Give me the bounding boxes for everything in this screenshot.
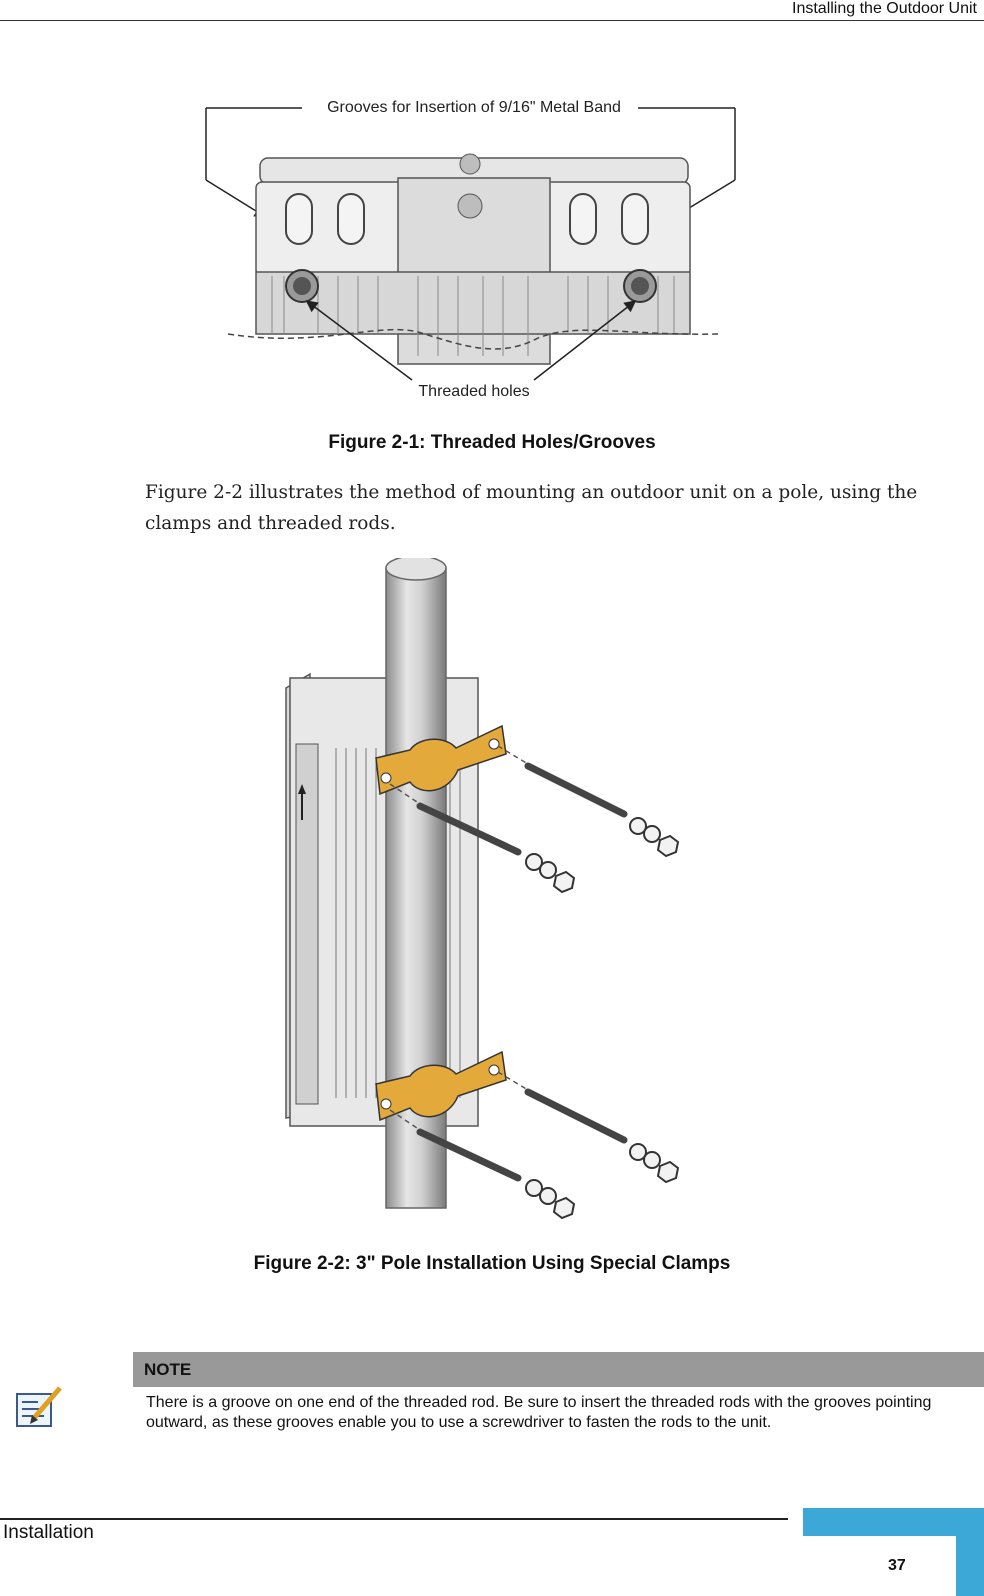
page-tab-accent bbox=[803, 1508, 984, 1536]
note-text: There is a groove on one end of the thre… bbox=[146, 1394, 932, 1431]
header-rule bbox=[0, 20, 984, 21]
running-header: Installing the Outdoor Unit bbox=[792, 0, 977, 17]
threaded-holes-label: Threaded holes bbox=[418, 383, 529, 400]
page-number: 37 bbox=[888, 1557, 906, 1574]
footer-rule bbox=[0, 1518, 788, 1520]
figure-pole-installation bbox=[285, 558, 680, 1220]
page-tab-side-accent bbox=[956, 1536, 984, 1596]
footer-section-label: Installation bbox=[3, 1522, 94, 1543]
notepad-pencil-icon bbox=[16, 1386, 62, 1427]
figure-1-caption: Figure 2-1: Threaded Holes/Grooves bbox=[328, 432, 656, 453]
body-paragraph: Figure 2-2 illustrates the method of mou… bbox=[145, 482, 918, 534]
note-header: NOTE bbox=[133, 1352, 984, 1387]
figure-2-caption: Figure 2-2: 3" Pole Installation Using S… bbox=[253, 1253, 731, 1274]
figure-threaded-holes-grooves: Grooves for Insertion of 9/16" Metal Ban… bbox=[205, 99, 736, 400]
grooves-label: Grooves for Insertion of 9/16" Metal Ban… bbox=[327, 99, 621, 116]
note-title: NOTE bbox=[144, 1360, 192, 1379]
